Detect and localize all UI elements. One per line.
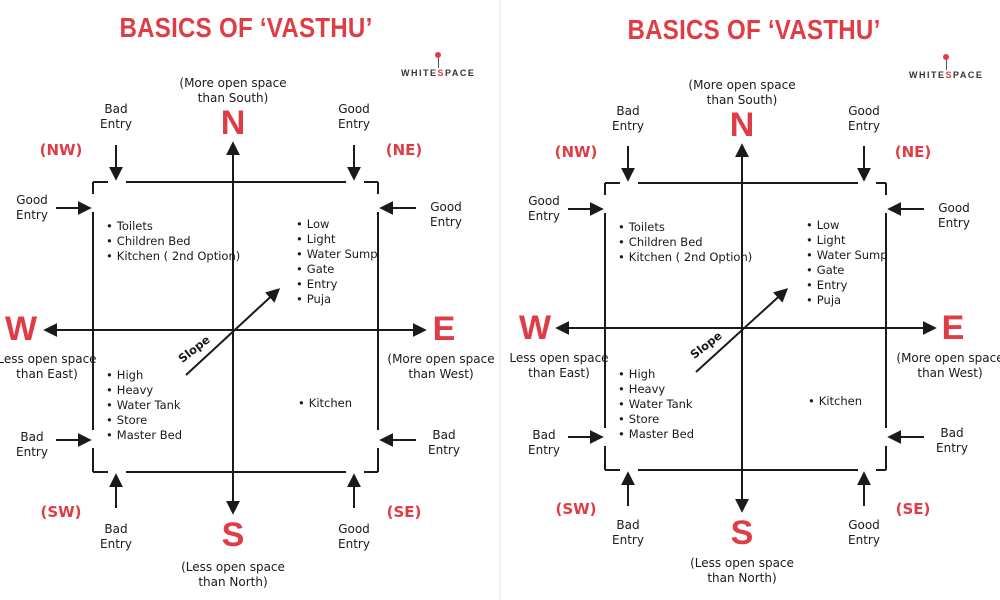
list-item: Toilets — [106, 219, 240, 234]
list-item: Light — [806, 233, 888, 248]
se-quadrant-list: Kitchen — [298, 396, 352, 411]
vasthu-panel-left: BASICS OF ‘VASTHU’ WHITESPACE — [0, 0, 496, 600]
list-item: Low — [806, 218, 888, 233]
se-quadrant-list: Kitchen — [808, 394, 862, 409]
logo-pin-icon — [943, 54, 950, 60]
slope-arrow — [185, 288, 281, 376]
list-item: High — [618, 367, 694, 382]
list-item: Puja — [806, 293, 888, 308]
list-item: Light — [296, 232, 378, 247]
slope-arrow — [695, 288, 789, 373]
east-label: E — [941, 309, 965, 347]
ne-quadrant-list: LowLightWater Sump GateEntryPuja — [296, 217, 378, 307]
list-item: Kitchen ( 2nd Option) — [106, 249, 240, 264]
corner-ne: (NE) — [894, 143, 932, 161]
sw-quadrant-list: HighHeavyWater Tank StoreMaster Bed — [106, 368, 182, 443]
corner-se: (SE) — [895, 500, 931, 518]
north-label: N — [729, 106, 755, 144]
list-item: Store — [618, 412, 694, 427]
list-item: Store — [106, 413, 182, 428]
list-item: High — [106, 368, 182, 383]
corner-ne: (NE) — [385, 141, 423, 159]
list-item: Water Sump — [806, 248, 888, 263]
list-item: Kitchen — [808, 394, 862, 409]
whitespace-logo: WHITESPACE — [909, 54, 983, 80]
corner-sw: (SW) — [40, 503, 82, 521]
corner-nw: (NW) — [554, 143, 598, 161]
plot-boundary — [604, 182, 887, 471]
compass-diagram — [43, 141, 427, 515]
list-item: Children Bed — [106, 234, 240, 249]
list-item: Gate — [296, 262, 378, 277]
list-item: Heavy — [106, 383, 182, 398]
south-label: S — [730, 514, 754, 552]
list-item: Children Bed — [618, 235, 752, 250]
south-label: S — [221, 516, 245, 554]
list-item: Water Tank — [106, 398, 182, 413]
east-label: E — [432, 310, 456, 348]
list-item: Heavy — [618, 382, 694, 397]
list-item: Entry — [806, 278, 888, 293]
nw-quadrant-list: ToiletsChildren BedKitchen ( 2nd Option) — [106, 219, 240, 264]
list-item: Kitchen ( 2nd Option) — [618, 250, 752, 265]
panel-divider — [499, 0, 501, 600]
list-item: Water Sump — [296, 247, 378, 262]
corner-sw: (SW) — [555, 500, 597, 518]
corner-se: (SE) — [386, 503, 422, 521]
page-title: BASICS OF ‘VASTHU’ — [627, 14, 881, 45]
north-label: N — [220, 104, 246, 142]
page-title: BASICS OF ‘VASTHU’ — [119, 12, 373, 43]
list-item: Water Tank — [618, 397, 694, 412]
vasthu-panel-right: BASICS OF ‘VASTHU’ WHITESPACE — [504, 0, 1000, 600]
list-item: Master Bed — [106, 428, 182, 443]
nw-quadrant-list: ToiletsChildren BedKitchen ( 2nd Option) — [618, 220, 752, 265]
list-item: Low — [296, 217, 378, 232]
list-item: Toilets — [618, 220, 752, 235]
corner-nw: (NW) — [39, 141, 83, 159]
plot-boundary — [92, 181, 379, 473]
list-item: Kitchen — [298, 396, 352, 411]
list-item: Master Bed — [618, 427, 694, 442]
sw-quadrant-list: HighHeavyWater Tank StoreMaster Bed — [618, 367, 694, 442]
west-label: W — [4, 310, 38, 348]
west-label: W — [518, 309, 552, 347]
whitespace-logo: WHITESPACE — [401, 52, 475, 78]
logo-pin-icon — [435, 52, 442, 58]
list-item: Entry — [296, 277, 378, 292]
list-item: Gate — [806, 263, 888, 278]
list-item: Puja — [296, 292, 378, 307]
ne-quadrant-list: LowLightWater Sump GateEntryPuja — [806, 218, 888, 308]
